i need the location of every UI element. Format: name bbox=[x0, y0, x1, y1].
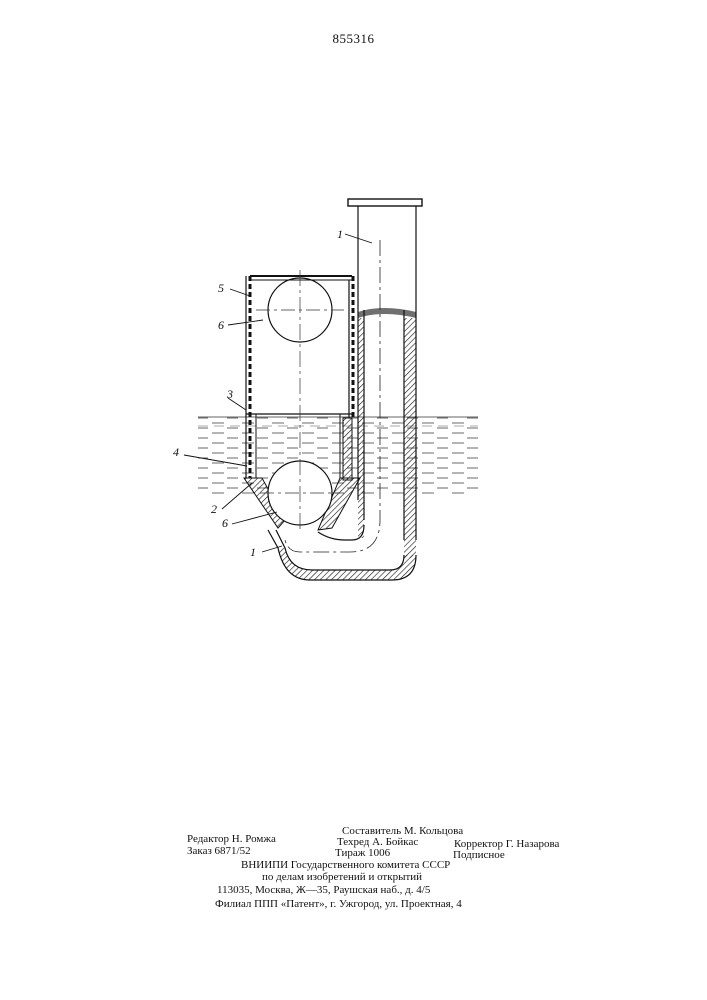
label-cone: 4 bbox=[173, 445, 179, 459]
label-float-ring: 3 bbox=[226, 387, 233, 401]
circulation: Тираж 1006 bbox=[335, 848, 390, 859]
label-ball-lower: 6 bbox=[222, 516, 228, 530]
org-line1: ВНИИПИ Государственного комитета СССР bbox=[241, 860, 450, 871]
label-sleeve: 2 bbox=[211, 502, 217, 516]
editor: Редактор Н. Ромжа bbox=[187, 834, 276, 845]
label-casing: 5 bbox=[218, 281, 224, 295]
address: 113035, Москва, Ж—35, Раушская наб., д. … bbox=[217, 885, 430, 896]
order: Заказ 6871/52 bbox=[187, 846, 251, 857]
branch: Филиал ППП «Патент», г. Ужгород, ул. Про… bbox=[215, 899, 462, 910]
org-line2: по делам изобретений и открытий bbox=[262, 872, 422, 883]
subscription: Подписное bbox=[453, 850, 505, 861]
label-pipe-upper: 1 bbox=[337, 227, 343, 241]
label-ball-upper: 6 bbox=[218, 318, 224, 332]
label-pipe-lower: 1 bbox=[250, 545, 256, 559]
